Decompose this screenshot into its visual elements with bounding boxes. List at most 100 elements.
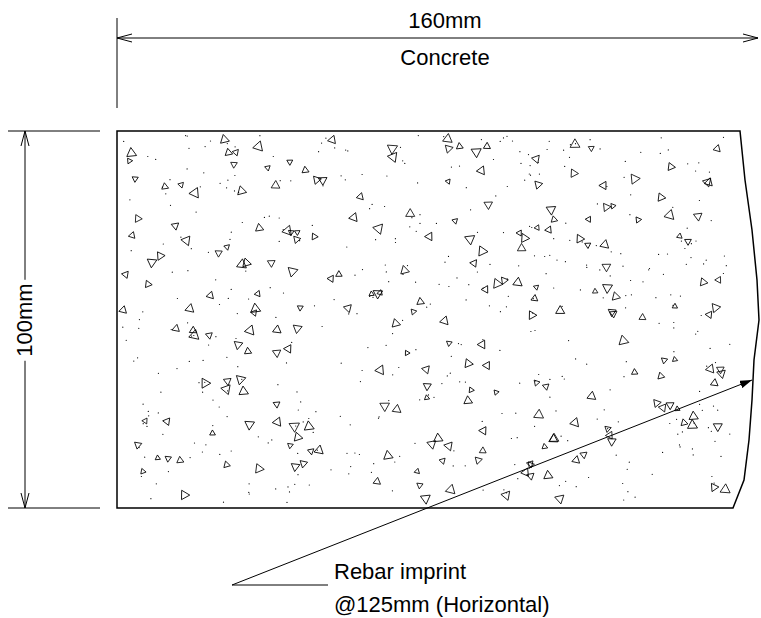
aggregate-triangle bbox=[570, 416, 581, 427]
aggregate-dot bbox=[708, 427, 709, 428]
aggregate-dot bbox=[549, 379, 550, 380]
aggregate-dot bbox=[219, 454, 220, 455]
aggregate-dot bbox=[448, 256, 449, 257]
aggregate-triangle bbox=[517, 243, 526, 250]
aggregate-dot bbox=[289, 491, 290, 492]
aggregate-triangle bbox=[665, 161, 675, 170]
aggregate-dot bbox=[212, 425, 213, 426]
aggregate-dot bbox=[458, 343, 459, 344]
aggregate-dot bbox=[430, 304, 431, 305]
aggregate-dot bbox=[553, 287, 554, 288]
aggregate-triangle bbox=[549, 216, 558, 225]
aggregate-dot bbox=[312, 225, 313, 226]
aggregate-triangle bbox=[306, 447, 313, 455]
aggregate-dot bbox=[308, 418, 309, 419]
aggregate-dot bbox=[534, 426, 535, 427]
aggregate-dot bbox=[448, 286, 449, 287]
aggregate-triangle bbox=[294, 235, 302, 244]
aggregate-dot bbox=[503, 232, 504, 233]
aggregate-dot bbox=[477, 232, 478, 233]
aggregate-dot bbox=[411, 217, 412, 218]
aggregate-dot bbox=[388, 281, 389, 282]
aggregate-dot bbox=[177, 298, 178, 299]
aggregate-triangle bbox=[664, 210, 677, 223]
aggregate-dot bbox=[596, 245, 597, 246]
aggregate-dot bbox=[347, 150, 348, 151]
aggregate-triangle bbox=[434, 433, 445, 445]
aggregate-triangle bbox=[415, 297, 425, 307]
aggregate-dot bbox=[143, 404, 144, 405]
aggregate-triangle bbox=[189, 188, 203, 201]
aggregate-triangle bbox=[476, 166, 488, 177]
aggregate-triangle bbox=[222, 460, 230, 467]
aggregate-triangle bbox=[143, 279, 152, 288]
aggregate-triangle bbox=[272, 399, 280, 408]
aggregate-dot bbox=[529, 173, 530, 174]
aggregate-dot bbox=[535, 380, 536, 381]
aggregate-dot bbox=[180, 237, 181, 238]
aggregate-triangle bbox=[283, 345, 294, 355]
aggregate-dot bbox=[624, 177, 625, 178]
aggregate-dot bbox=[419, 399, 420, 400]
aggregate-triangle bbox=[611, 203, 617, 209]
aggregate-dot bbox=[672, 207, 673, 208]
aggregate-dot bbox=[702, 410, 703, 411]
aggregate-dot bbox=[530, 175, 531, 176]
aggregate-triangle bbox=[155, 455, 161, 462]
aggregate-dot bbox=[729, 344, 730, 345]
aggregate-dot bbox=[322, 326, 323, 327]
aggregate-triangle bbox=[715, 276, 721, 283]
aggregate-dot bbox=[655, 297, 656, 298]
aggregate-dot bbox=[670, 294, 671, 295]
aggregate-dot bbox=[659, 323, 660, 324]
aggregate-dot bbox=[428, 394, 429, 395]
aggregate-dot bbox=[711, 476, 712, 477]
aggregate-triangle bbox=[413, 468, 419, 475]
aggregate-triangle bbox=[651, 397, 662, 407]
aggregate-triangle bbox=[231, 338, 242, 350]
aggregate-triangle bbox=[289, 460, 300, 471]
aggregate-triangle bbox=[375, 365, 388, 377]
aggregate-dot bbox=[417, 182, 418, 183]
aggregate-triangle bbox=[304, 421, 316, 434]
aggregate-triangle bbox=[124, 148, 137, 161]
aggregate-dot bbox=[590, 139, 591, 140]
aggregate-triangle bbox=[549, 434, 560, 446]
aggregate-triangle bbox=[236, 185, 247, 195]
aggregate-triangle bbox=[555, 495, 566, 505]
aggregate-triangle bbox=[424, 395, 430, 402]
aggregate-triangle bbox=[427, 437, 439, 449]
aggregate-dot bbox=[234, 175, 235, 176]
aggregate-dot bbox=[227, 180, 228, 181]
aggregate-dot bbox=[599, 269, 600, 270]
aggregate-dot bbox=[477, 271, 478, 272]
aggregate-dot bbox=[436, 223, 437, 224]
aggregate-dot bbox=[506, 306, 507, 307]
aggregate-dot bbox=[258, 436, 259, 437]
aggregate-triangle bbox=[439, 316, 448, 326]
aggregate-triangle bbox=[604, 203, 612, 212]
aggregate-triangle bbox=[544, 470, 555, 482]
aggregate-dot bbox=[249, 483, 250, 484]
height-dimension-text: 100mm bbox=[13, 279, 37, 360]
aggregate-dot bbox=[511, 438, 512, 439]
aggregate-dot bbox=[290, 180, 291, 181]
aggregate-dot bbox=[415, 349, 416, 350]
aggregate-triangle bbox=[479, 447, 486, 453]
aggregate-dot bbox=[667, 253, 668, 254]
aggregate-dot bbox=[622, 266, 623, 267]
aggregate-dot bbox=[672, 305, 673, 306]
aggregate-dot bbox=[158, 412, 159, 413]
aggregate-dot bbox=[372, 297, 373, 298]
aggregate-dot bbox=[226, 187, 227, 188]
aggregate-dot bbox=[468, 284, 469, 285]
aggregate-dot bbox=[138, 328, 139, 329]
aggregate-dot bbox=[567, 440, 568, 441]
aggregate-dot bbox=[419, 223, 420, 224]
aggregate-triangle bbox=[300, 166, 309, 175]
aggregate-dot bbox=[189, 361, 190, 362]
aggregate-dot bbox=[187, 168, 188, 169]
aggregate-triangle bbox=[132, 174, 139, 182]
aggregate-triangle bbox=[602, 264, 611, 272]
aggregate-dot bbox=[580, 289, 581, 290]
